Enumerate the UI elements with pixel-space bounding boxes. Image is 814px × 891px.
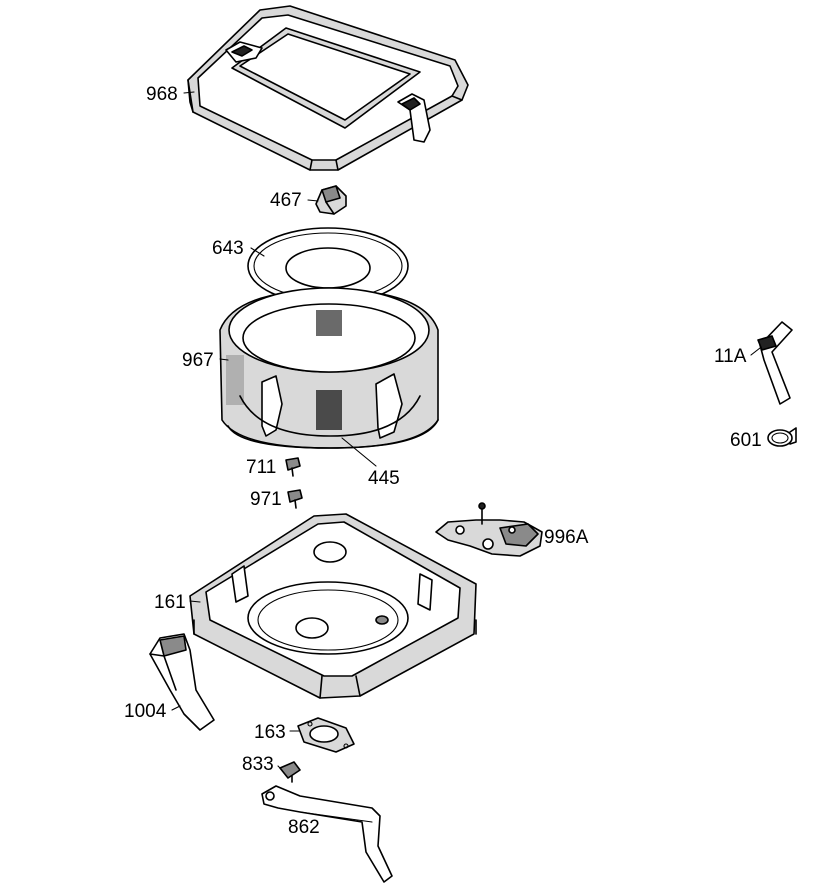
callout-163: 163 — [254, 722, 286, 743]
part-833-bolt — [279, 761, 301, 783]
callout-445: 445 — [368, 468, 400, 489]
callout-601: 601 — [730, 430, 762, 451]
part-163-gasket — [297, 717, 355, 753]
callout-643: 643 — [212, 238, 244, 259]
part-711-screw — [285, 457, 301, 477]
callout-862: 862 — [288, 817, 320, 838]
callout-996A: 996A — [544, 527, 589, 548]
part-971-screw — [287, 489, 303, 509]
callout-967: 967 — [182, 350, 214, 371]
part-1004-duct — [149, 633, 215, 731]
callout-467: 467 — [270, 190, 302, 211]
callout-1004: 1004 — [124, 701, 167, 722]
callout-833: 833 — [242, 754, 274, 775]
part-11A-tube — [757, 321, 793, 405]
part-967-filter — [219, 287, 439, 449]
filter-mesh — [226, 310, 342, 430]
part-862-bracket — [261, 785, 393, 883]
part-161-base — [189, 513, 477, 699]
part-601-clamp — [767, 427, 797, 447]
part-968-cover — [187, 5, 469, 171]
part-996A-bracket — [435, 502, 543, 557]
callout-971: 971 — [250, 489, 282, 510]
callout-161: 161 — [154, 592, 186, 613]
callout-11A: 11A — [714, 346, 747, 367]
callout-711: 711 — [246, 457, 276, 478]
callout-968: 968 — [146, 84, 178, 105]
part-467-knob — [315, 185, 347, 215]
